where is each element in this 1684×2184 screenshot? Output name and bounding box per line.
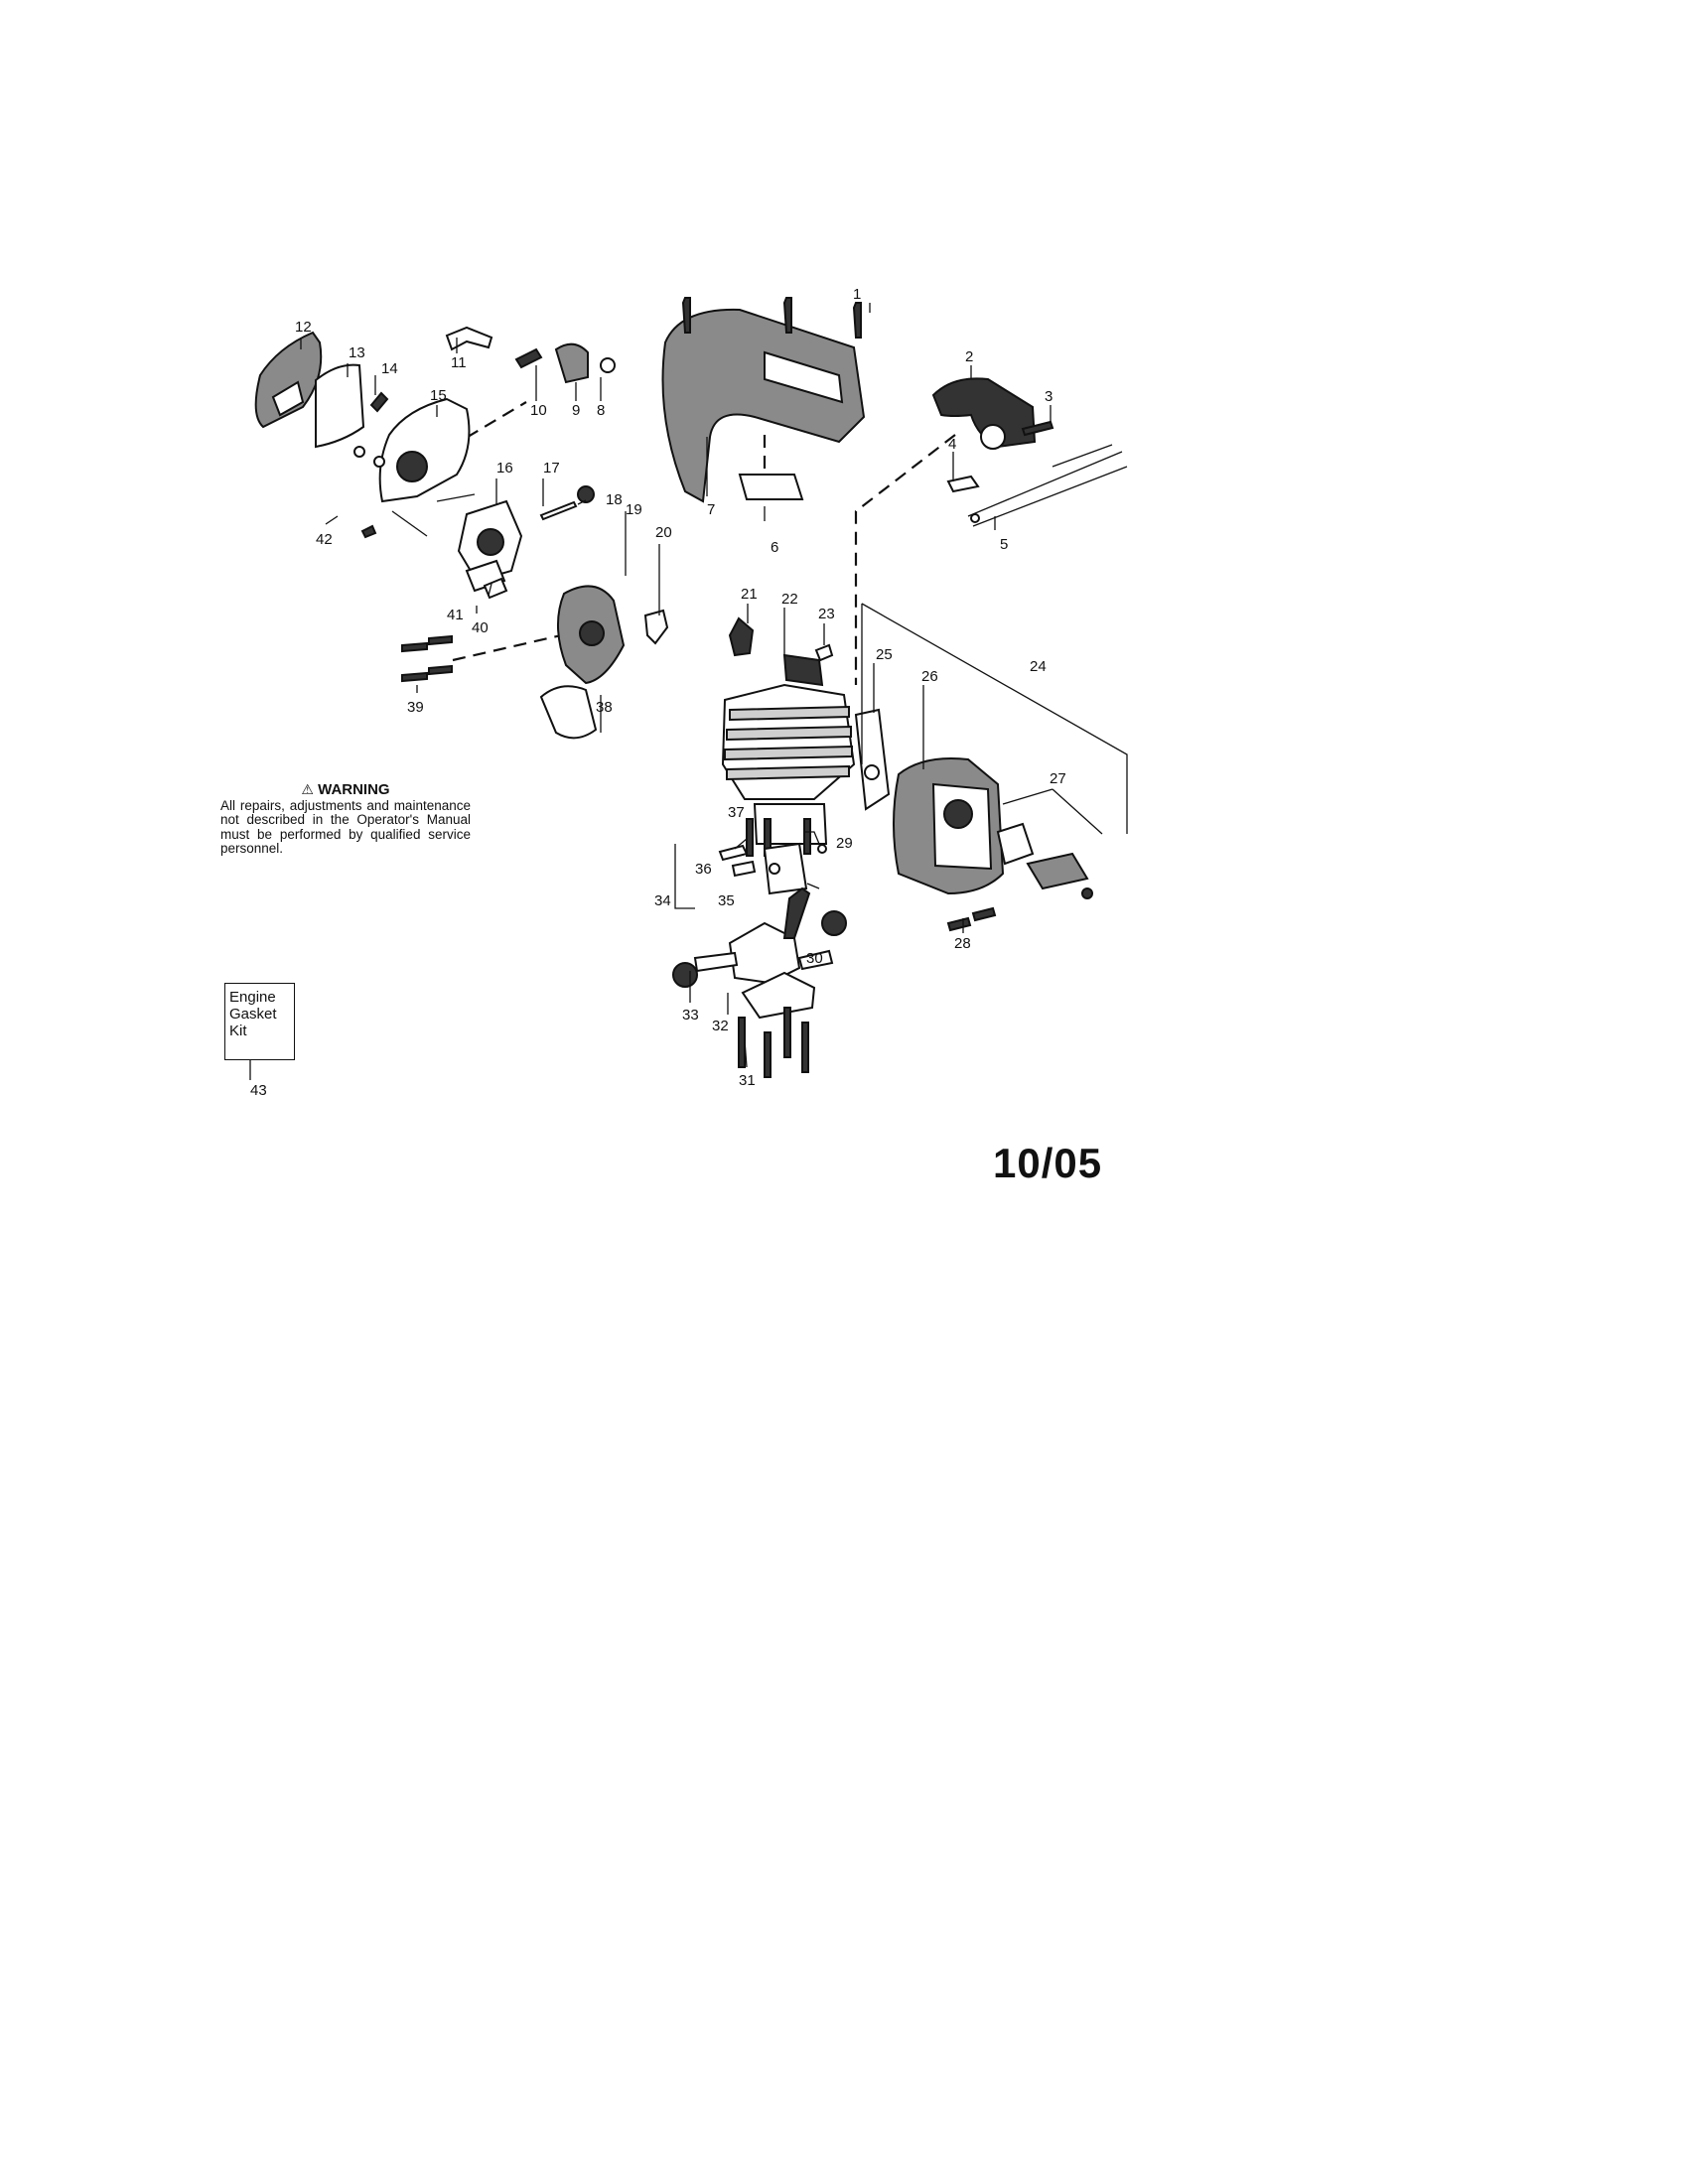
spring-part-10: [514, 347, 543, 369]
part-label-8: 8: [597, 402, 605, 419]
intake-manifold-part-19: [556, 585, 626, 685]
part-label-25: 25: [876, 646, 893, 663]
part-label-6: 6: [771, 539, 778, 556]
part-label-27: 27: [1050, 770, 1066, 787]
part-label-4: 4: [948, 436, 956, 453]
part-label-41: 41: [447, 607, 464, 623]
warning-triangle-icon: ⚠: [301, 781, 314, 797]
part-label-13: 13: [349, 344, 365, 361]
part-label-18: 18: [606, 491, 623, 508]
bearing-part-33: [672, 962, 698, 988]
part-label-7: 7: [707, 501, 715, 518]
gasket-part-40: [483, 577, 508, 600]
bracket-part-11: [445, 326, 493, 351]
part-label-24: 24: [1030, 658, 1047, 675]
air-filter-cover-part-12: [254, 331, 323, 429]
part-label-21: 21: [741, 586, 758, 603]
screws-part-28: [946, 906, 997, 932]
part-label-3: 3: [1045, 388, 1052, 405]
cylinder-part-22: [721, 653, 856, 845]
part-label-35: 35: [718, 892, 735, 909]
gasket-kit-line1: Engine: [229, 989, 276, 1006]
part-label-40: 40: [472, 619, 489, 636]
part-label-22: 22: [781, 591, 798, 608]
part-label-39: 39: [407, 699, 424, 716]
leader-lines: [249, 303, 1128, 1080]
muffler-cover-part-27: [996, 822, 1093, 899]
piston-part-35: [763, 842, 808, 895]
part-label-15: 15: [430, 387, 447, 404]
part-label-12: 12: [295, 319, 312, 336]
shaft-part-17: [539, 500, 578, 521]
washer-part-42: [353, 446, 385, 539]
bearing-right: [821, 910, 847, 936]
nut-part-8: [600, 357, 616, 373]
part-label-17: 17: [543, 460, 560, 477]
part-label-43: 43: [250, 1082, 267, 1099]
screws-part-37: [746, 818, 772, 857]
carburetor-part-16: [457, 499, 523, 583]
screw-part-3: [1021, 420, 1054, 437]
boot-part-20: [643, 609, 669, 645]
screw-part-14: [369, 391, 389, 413]
revision-date: 10/05: [993, 1140, 1103, 1186]
warning-title-text: WARNING: [318, 781, 390, 798]
top-cover-part-7: [661, 308, 866, 503]
part-label-34: 34: [654, 892, 671, 909]
warning-title: ⚠ WARNING: [220, 782, 471, 798]
air-filter-part-13: [315, 363, 365, 449]
muffler-body-part-26: [893, 757, 1005, 895]
part-label-11: 11: [451, 354, 467, 371]
ignition-module-part-2: [931, 377, 1037, 450]
part-label-5: 5: [1000, 536, 1008, 553]
part-label-20: 20: [655, 524, 672, 541]
clip-part-23: [814, 643, 834, 662]
assembly-dashed-lines: [430, 401, 956, 685]
gasket-part-25: [854, 708, 891, 811]
part-label-29: 29: [836, 835, 853, 852]
part-label-33: 33: [682, 1007, 699, 1024]
clip-part-4: [946, 475, 980, 493]
adjuster-part-18: [577, 485, 595, 503]
crankshaft-part-30: [693, 887, 834, 985]
part-label-26: 26: [921, 668, 938, 685]
part-label-36: 36: [695, 861, 712, 878]
screws-part-1: [681, 297, 862, 339]
gasket-kit-line3: Kit: [229, 1023, 247, 1039]
gasket-kit-line2: Gasket: [229, 1006, 277, 1023]
warning-notice: ⚠ WARNING All repairs, adjustments and m…: [220, 782, 471, 857]
screws-part-29: [803, 818, 827, 855]
part-label-10: 10: [530, 402, 547, 419]
part-label-14: 14: [381, 360, 398, 377]
spark-plug-part-21: [728, 616, 755, 657]
part-number-labels: 1 2 3 4 5 6 7 8 9 10 11 12 13 14 15 16 1…: [295, 286, 1066, 1089]
part-label-9: 9: [572, 402, 580, 419]
crankcase-part-32: [741, 971, 816, 1020]
screws-part-39: [401, 634, 453, 683]
pump-part-9: [554, 342, 589, 384]
screws-part-31: [738, 1007, 809, 1078]
filter-pad-part-6: [738, 474, 804, 500]
part-label-16: 16: [496, 460, 513, 477]
part-label-2: 2: [965, 348, 973, 365]
gasket-ring-part-38: [539, 685, 598, 740]
part-label-37: 37: [728, 804, 745, 821]
part-label-30: 30: [806, 950, 823, 967]
wire-part-5: [967, 444, 1128, 527]
part-label-19: 19: [626, 501, 642, 518]
part-label-32: 32: [712, 1018, 729, 1034]
part-label-23: 23: [818, 606, 835, 622]
engine-gasket-kit-box: Engine Gasket Kit: [224, 983, 295, 1060]
part-label-28: 28: [954, 935, 971, 952]
air-filter-housing-part-15: [378, 397, 476, 537]
part-label-38: 38: [596, 699, 613, 716]
part-label-42: 42: [316, 531, 333, 548]
part-label-31: 31: [739, 1072, 756, 1089]
warning-text: All repairs, adjustments and maintenance…: [220, 797, 471, 856]
part-label-1: 1: [853, 286, 861, 303]
